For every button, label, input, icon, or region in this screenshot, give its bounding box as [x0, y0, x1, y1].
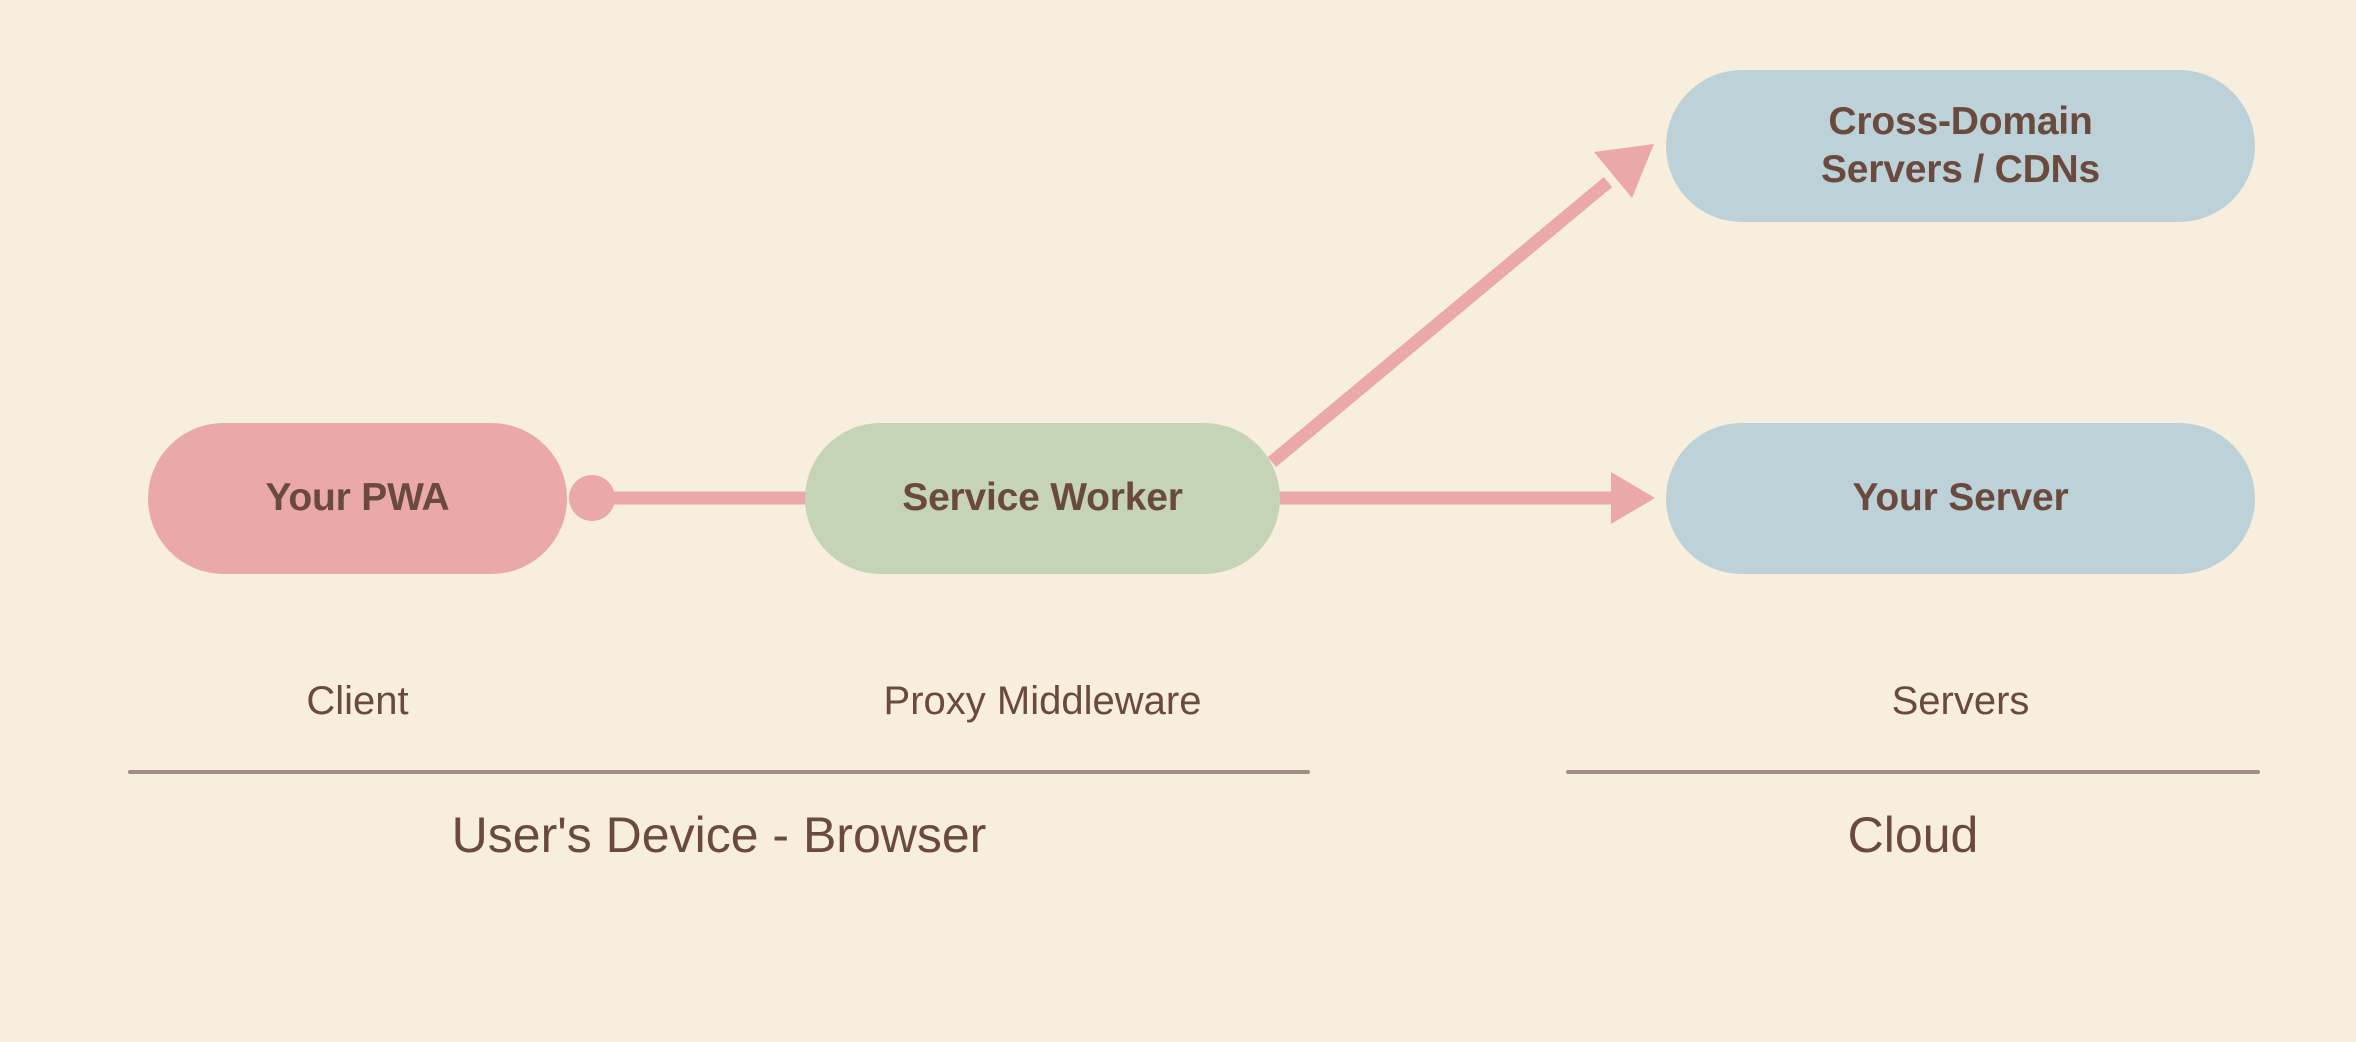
node-cross-domain-servers-label: Cross-Domain Servers / CDNs — [1821, 98, 2100, 195]
edge-service-worker-to-cross-domain — [1267, 144, 1654, 467]
node-your-server[interactable]: Your Server — [1666, 423, 2255, 574]
node-service-worker-label: Service Worker — [902, 476, 1183, 520]
arrowhead-icon-sw-cdn — [1594, 144, 1654, 198]
zone-title-cloud: Cloud — [1847, 807, 1979, 863]
node-cross-domain-servers[interactable]: Cross-Domain Servers / CDNs — [1666, 70, 2255, 222]
node-your-pwa-label: Your PWA — [265, 476, 450, 520]
zone-divider-right — [1566, 770, 2260, 774]
node-cross-domain-line-2: Servers / CDNs — [1820, 148, 2101, 191]
zone-label-servers: Servers — [1891, 679, 2030, 723]
node-service-worker[interactable]: Service Worker — [805, 423, 1280, 574]
zone-title-browser: User's Device - Browser — [451, 807, 987, 863]
node-cross-domain-line-1: Cross-Domain — [1828, 99, 2093, 143]
zone-divider-left — [128, 770, 1310, 774]
zone-label-proxy-middleware: Proxy Middleware — [883, 679, 1202, 723]
edge-pwa-to-service-worker — [569, 475, 806, 521]
arrowhead-icon-sw-server — [1611, 472, 1655, 524]
node-your-pwa[interactable]: Your PWA — [148, 423, 567, 574]
zone-label-client: Client — [306, 679, 409, 723]
edge-source-dot-icon — [569, 475, 615, 521]
edge-service-worker-to-your-server — [1278, 472, 1655, 524]
node-your-server-label: Your Server — [1852, 476, 2069, 520]
edge-line-sw-cdn — [1267, 177, 1613, 467]
